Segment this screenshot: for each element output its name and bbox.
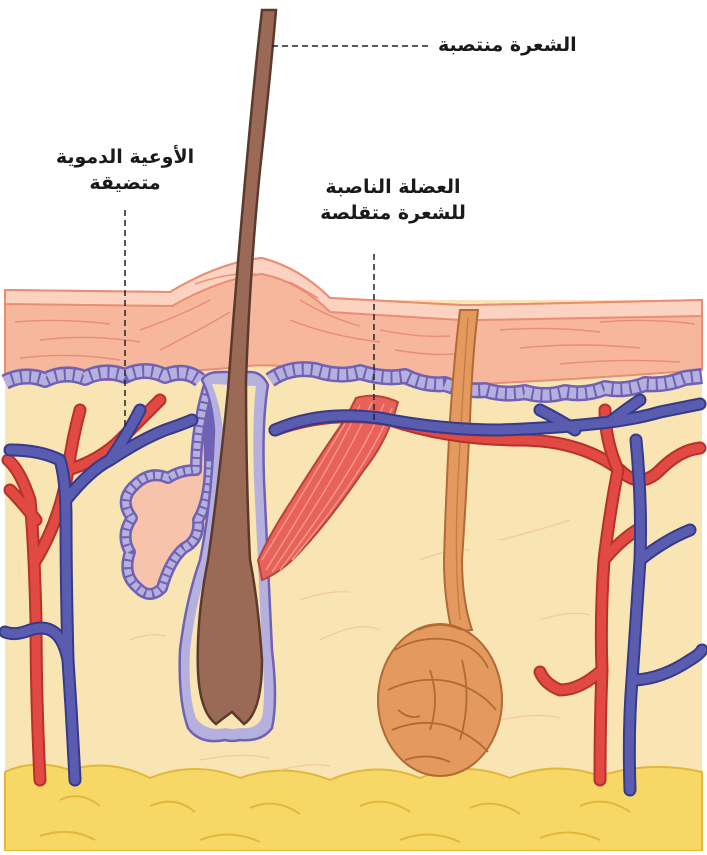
label-arrector-muscle: العضلة الناصبة للشعرة متقلصة xyxy=(298,174,488,226)
label-arrector-muscle-line2: للشعرة متقلصة xyxy=(320,202,466,224)
veins xyxy=(0,393,707,797)
vein-deep xyxy=(270,395,705,435)
sweat-gland-coil xyxy=(377,623,503,777)
artery-right xyxy=(535,405,645,785)
label-arrector-muscle-line1: العضلة الناصبة xyxy=(325,176,461,198)
muscle-fibers xyxy=(261,401,393,573)
label-blood-vessels-line1: الأوعية الدموية xyxy=(55,146,195,168)
basal-layer-fill xyxy=(2,363,703,401)
label-blood-vessels-line2: متضيقة xyxy=(89,172,161,194)
sweat-gland-coils xyxy=(387,624,497,763)
vein-right xyxy=(624,435,707,795)
sweat-duct xyxy=(442,309,480,634)
epidermis-lines xyxy=(14,273,696,365)
sweat-duct-line xyxy=(455,317,469,621)
label-hair-erect: الشعرة منتصبة xyxy=(438,34,577,56)
hair-shaft xyxy=(196,8,278,726)
sebaceous-gland-cells xyxy=(122,387,214,598)
leader-lines xyxy=(124,45,432,426)
arrector-pili-muscle xyxy=(256,394,400,582)
vein-left xyxy=(0,405,197,785)
fat-lobules xyxy=(39,795,631,843)
label-blood-vessels: الأوعية الدموية متضيقة xyxy=(30,144,220,196)
